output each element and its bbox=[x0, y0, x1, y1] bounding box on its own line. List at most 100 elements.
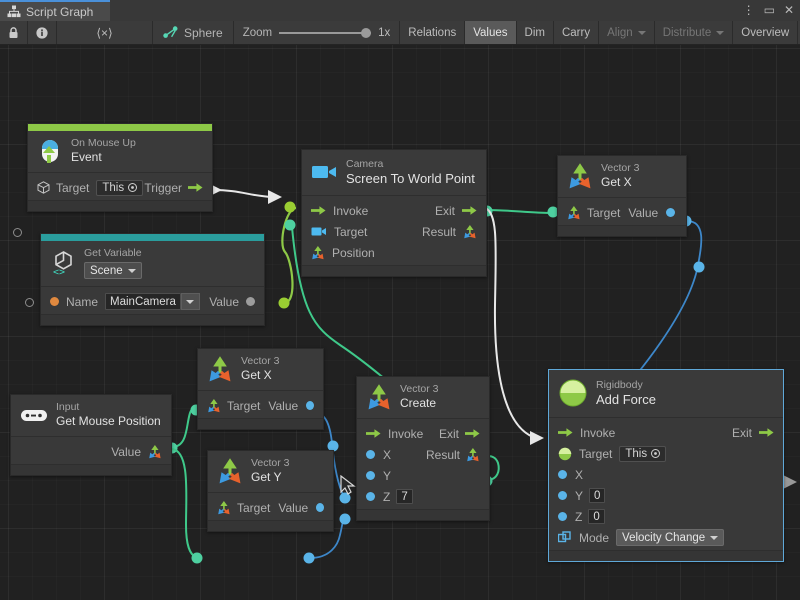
port-in-z[interactable] bbox=[366, 492, 375, 501]
port-out-value[interactable] bbox=[306, 401, 314, 410]
toolbar-item-align-label: Align bbox=[607, 26, 633, 39]
target-this-label: This bbox=[625, 447, 648, 460]
vector3-port-icon[interactable] bbox=[463, 225, 477, 239]
row-label-value: Value bbox=[278, 500, 309, 515]
flow-out-arrow-icon[interactable] bbox=[188, 182, 203, 193]
node-on-mouse-up[interactable]: On Mouse Up Event Target This bbox=[27, 123, 213, 212]
wire-mouse-to-getx-mid bbox=[171, 408, 197, 448]
node-body: Invoke Exit X Result bbox=[357, 419, 489, 509]
port-in-y[interactable] bbox=[366, 471, 375, 480]
maximize-icon[interactable]: ▭ bbox=[763, 3, 775, 17]
toolbar-item-distribute[interactable]: Distribute bbox=[655, 21, 734, 44]
port-in-get-variable[interactable] bbox=[25, 298, 34, 307]
node-input-get-mouse-position[interactable]: Input Get Mouse Position Value bbox=[10, 394, 172, 476]
flow-out-arrow-icon[interactable] bbox=[759, 427, 774, 438]
node-title: Screen To World Point bbox=[346, 171, 475, 186]
graph-object-field[interactable]: Sphere bbox=[157, 21, 234, 44]
node-vector3-get-y[interactable]: Vector 3 Get Y Target Value bbox=[207, 450, 334, 532]
node-rigidbody-add-force[interactable]: Rigidbody Add Force Invoke Exit bbox=[548, 369, 784, 562]
node-subtitle: Rigidbody bbox=[596, 379, 643, 391]
z-value-input[interactable]: 0 bbox=[588, 509, 605, 524]
variable-name-dropdown-button[interactable] bbox=[180, 293, 200, 310]
node-body: Target Value bbox=[208, 493, 333, 520]
node-title: Get Y bbox=[251, 470, 282, 484]
vector3-port-icon[interactable] bbox=[148, 445, 162, 459]
node-title: Add Force bbox=[596, 392, 656, 407]
flow-in-arrow-icon[interactable] bbox=[311, 205, 326, 216]
y-value-input[interactable]: 0 bbox=[589, 488, 606, 503]
node-accent-event bbox=[28, 124, 212, 131]
info-button[interactable] bbox=[28, 21, 57, 44]
flow-out-arrow-icon[interactable] bbox=[465, 428, 480, 439]
node-vector3-get-x-top[interactable]: Vector 3 Get X Target Value bbox=[557, 155, 687, 237]
camera-port-icon[interactable] bbox=[311, 226, 327, 237]
vector3-port-icon[interactable] bbox=[207, 399, 221, 413]
vector3-port-icon[interactable] bbox=[217, 501, 231, 515]
zoom-slider[interactable] bbox=[279, 27, 372, 39]
row-value: Value bbox=[11, 441, 171, 462]
port-in-on-mouse-up[interactable] bbox=[13, 228, 22, 237]
vector3-port-icon[interactable] bbox=[466, 448, 480, 462]
zoom-control[interactable]: Zoom 1x bbox=[234, 21, 401, 44]
node-vector3-get-x-mid[interactable]: Vector 3 Get X Target Value bbox=[197, 348, 324, 430]
node-vector3-create[interactable]: Vector 3 Create Invoke Exit bbox=[356, 376, 490, 521]
port-in-name[interactable] bbox=[50, 297, 59, 306]
mode-dropdown[interactable]: Velocity Change bbox=[616, 529, 725, 546]
toolbar-item-relations[interactable]: Relations bbox=[400, 21, 466, 44]
node-title-group: Rigidbody Add Force bbox=[596, 379, 656, 407]
port-out-value[interactable] bbox=[666, 208, 676, 217]
port-in-x[interactable] bbox=[366, 450, 375, 459]
port-in-z[interactable] bbox=[558, 512, 567, 521]
code-view-button[interactable]: ⟨×⟩ bbox=[57, 21, 153, 44]
node-header: Vector 3 Get Y bbox=[208, 451, 333, 493]
toolbar-item-values[interactable]: Values bbox=[465, 21, 517, 44]
enum-icon[interactable] bbox=[558, 530, 572, 545]
row-label-target: Target bbox=[587, 205, 621, 220]
node-subtitle: On Mouse Up bbox=[71, 137, 136, 149]
toolbar-item-overview[interactable]: Overview bbox=[733, 21, 799, 44]
y-value: 0 bbox=[594, 489, 601, 502]
node-header: Input Get Mouse Position bbox=[11, 395, 171, 437]
tab-script-graph[interactable]: Script Graph bbox=[0, 0, 110, 21]
node-camera-screen-to-world-point[interactable]: Camera Screen To World Point Invoke Exit bbox=[301, 149, 487, 277]
row-label-invoke: Invoke bbox=[388, 426, 424, 441]
rigidbody-port-icon[interactable] bbox=[558, 447, 572, 461]
node-get-variable[interactable]: <> Get Variable Scene Name MainCamera bbox=[40, 233, 265, 326]
port-out-value[interactable] bbox=[316, 503, 324, 512]
port-out-value[interactable] bbox=[246, 297, 255, 306]
variable-kind-dropdown[interactable]: Scene bbox=[84, 262, 142, 279]
zoom-slider-knob[interactable] bbox=[361, 27, 372, 38]
node-body: Target Value bbox=[558, 198, 686, 225]
menu-icon[interactable]: ⋮ bbox=[742, 3, 755, 17]
node-subtitle: Vector 3 bbox=[400, 383, 439, 395]
toolbar-item-carry[interactable]: Carry bbox=[554, 21, 600, 44]
flow-in-arrow-icon[interactable] bbox=[366, 428, 381, 439]
flow-in-arrow-icon[interactable] bbox=[558, 427, 573, 438]
target-this-selector[interactable]: This bbox=[619, 445, 667, 462]
wire-stwp-result-to-getx bbox=[486, 209, 553, 214]
toolbar-item-align[interactable]: Align bbox=[599, 21, 655, 44]
port-in-y[interactable] bbox=[558, 491, 567, 500]
row-label-y: Y bbox=[383, 468, 392, 483]
close-icon[interactable]: ✕ bbox=[783, 3, 794, 17]
vector3-port-icon[interactable] bbox=[311, 246, 325, 260]
wire-stwp-exit-to-addforce-invoke bbox=[484, 207, 534, 438]
flow-out-arrow-icon[interactable] bbox=[462, 205, 477, 216]
node-footer bbox=[41, 314, 264, 325]
vector3-port-icon[interactable] bbox=[567, 206, 581, 220]
node-footer bbox=[357, 509, 489, 520]
graph-object-label: Sphere bbox=[184, 25, 223, 40]
toolbar-item-dim[interactable]: Dim bbox=[517, 21, 554, 44]
z-value-input[interactable]: 7 bbox=[396, 489, 413, 504]
lock-button[interactable] bbox=[0, 21, 28, 44]
row-label-result: Result bbox=[421, 224, 456, 239]
node-footer bbox=[549, 550, 783, 561]
port-in-x[interactable] bbox=[558, 470, 567, 479]
graph-canvas[interactable]: On Mouse Up Event Target This bbox=[0, 45, 800, 600]
variable-name-input[interactable]: MainCamera bbox=[105, 293, 181, 310]
target-this-selector[interactable]: This bbox=[96, 179, 144, 196]
cursor-pointer bbox=[340, 475, 356, 495]
node-title-group: On Mouse Up Event bbox=[71, 137, 136, 165]
chevron-down-icon bbox=[710, 535, 719, 540]
